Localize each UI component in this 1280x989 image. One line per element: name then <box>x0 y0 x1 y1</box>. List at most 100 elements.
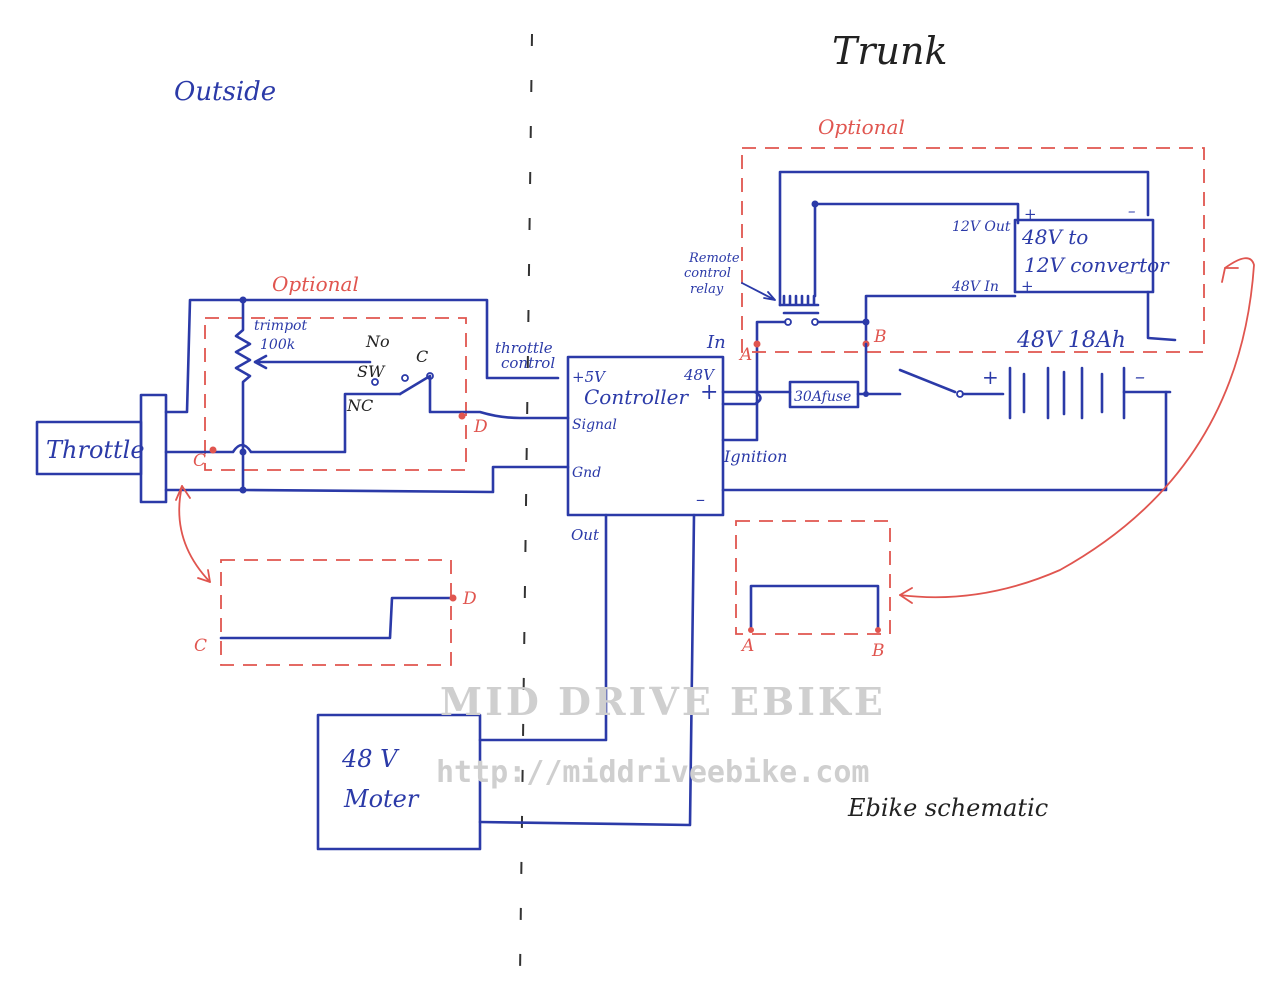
schematic-caption: Ebike schematic <box>847 794 1048 822</box>
region-trunk-label: Trunk <box>832 29 947 73</box>
converter-plus-bottom: + <box>1021 277 1034 295</box>
motor-label-line2: Moter <box>343 785 420 813</box>
converter-minus-right: – <box>1125 263 1133 281</box>
throttle-control-line2: control <box>501 354 555 372</box>
relay-contact-wires <box>755 320 868 346</box>
converter-12v-out-label: 12V Out <box>952 219 1011 235</box>
converter-label-line1: 48V to <box>1021 225 1088 249</box>
relay-pointer <box>741 282 776 301</box>
jumper-arrow <box>899 257 1255 599</box>
controller-title: Controller <box>584 385 689 409</box>
optional-converter-label: Optional <box>818 115 905 139</box>
battery-minus: – <box>1135 364 1145 388</box>
relay-coil <box>778 294 820 307</box>
point-b-label: B <box>873 327 887 347</box>
switch-c-label: C <box>416 347 428 366</box>
bypass-point-c-label: C <box>194 636 207 656</box>
wire-converter-to-battery <box>1146 290 1177 342</box>
jumper-point-a-label: A <box>740 636 754 656</box>
controller-5v-label: +5V <box>572 368 607 386</box>
controller-box <box>566 355 725 517</box>
throttle-label: Throttle <box>46 436 145 464</box>
bypass-arrow <box>178 485 211 583</box>
motor-label-line1: 48 V <box>341 745 400 773</box>
controller-signal-label: Signal <box>572 417 617 433</box>
optional-bypass-box <box>220 559 452 666</box>
throttle-connector <box>139 393 168 504</box>
switch-nc-label: NC <box>346 396 373 415</box>
wire-motor-negative <box>478 513 696 827</box>
junction <box>811 200 819 208</box>
switch-sw-label: SW <box>357 362 386 381</box>
point-a-dot <box>753 340 761 348</box>
throttle-control-line1: throttle <box>495 339 553 357</box>
converter-48v-in-label: 48V In <box>951 279 999 295</box>
wire-motor-out <box>478 513 608 742</box>
wire-negative-return <box>721 390 1168 492</box>
jumper-point-b-label: B <box>871 641 885 661</box>
wire-controller-plus <box>721 390 762 406</box>
motor-box <box>316 713 482 851</box>
junction <box>239 296 247 304</box>
wire-5v <box>164 298 560 414</box>
watermark-url: http://middriveebike.com <box>436 755 869 790</box>
trimpot-resistor <box>234 298 252 492</box>
ignition-label: Ignition <box>723 447 787 466</box>
controller-gnd-label: Gnd <box>572 465 601 481</box>
region-outside-label: Outside <box>174 77 276 107</box>
bypass-wire <box>219 596 455 640</box>
wire-ignition <box>721 342 759 442</box>
jumper-point-a-dot <box>748 627 754 633</box>
battery-cells <box>1008 366 1126 420</box>
outside-trunk-divider <box>519 33 533 976</box>
optional-converter-box <box>741 147 1205 353</box>
switch-lever <box>398 374 432 396</box>
switch-terminal-nc <box>401 374 409 382</box>
converter-box <box>1013 218 1155 294</box>
switch-no-label: No <box>365 332 390 351</box>
converter-minus-top: – <box>1128 202 1136 220</box>
converter-plus-top: + <box>1024 205 1037 223</box>
watermark-title: MID DRIVE EBIKE <box>440 679 886 724</box>
wire-gnd <box>164 465 570 494</box>
controller-plus: + <box>700 380 718 405</box>
relay-label-line3: relay <box>690 282 724 297</box>
converter-label-line2: 12V convertor <box>1024 253 1170 277</box>
optional-throttle-box <box>204 317 467 471</box>
point-d-dot <box>458 412 466 420</box>
fuse-label: 30Afuse <box>794 389 851 405</box>
main-switch-lever <box>898 368 957 394</box>
junction <box>239 486 247 494</box>
point-a-label: A <box>738 345 752 365</box>
trimpot-label-line2: 100k <box>260 337 295 353</box>
junction <box>239 448 247 456</box>
relay-label-line2: control <box>684 266 731 281</box>
jumper-point-b-dot <box>875 627 881 633</box>
jumper-arrowheads <box>899 267 1239 604</box>
wire-switch-to-signal <box>428 374 570 420</box>
trimpot-wiper <box>253 354 372 370</box>
optional-throttle-label: Optional <box>272 272 359 296</box>
relay-label-line1: Remote <box>688 251 740 266</box>
trimpot-label-line1: trimpot <box>254 318 307 334</box>
wire-converter-negative-loop <box>778 170 1150 307</box>
jumper-wire <box>749 584 880 632</box>
bypass-point-d-dot <box>449 594 457 602</box>
relay-in-label: In <box>706 332 726 353</box>
controller-out-label: Out <box>571 526 600 544</box>
optional-jumper-box <box>735 520 891 635</box>
bypass-point-d-label: D <box>462 589 477 609</box>
junction <box>862 318 870 326</box>
wire-48v-in <box>864 294 1017 324</box>
wire-12v-out <box>813 202 1020 298</box>
battery-plus: + <box>982 365 999 389</box>
bypass-arrowheads <box>175 485 211 583</box>
point-c-dot <box>209 446 217 454</box>
battery-label: 48V 18Ah <box>1016 328 1126 353</box>
point-c-label: C <box>193 451 206 471</box>
switch-terminal-no <box>371 378 379 386</box>
controller-48v-label: 48V <box>683 366 716 384</box>
point-d-label: D <box>473 417 488 437</box>
